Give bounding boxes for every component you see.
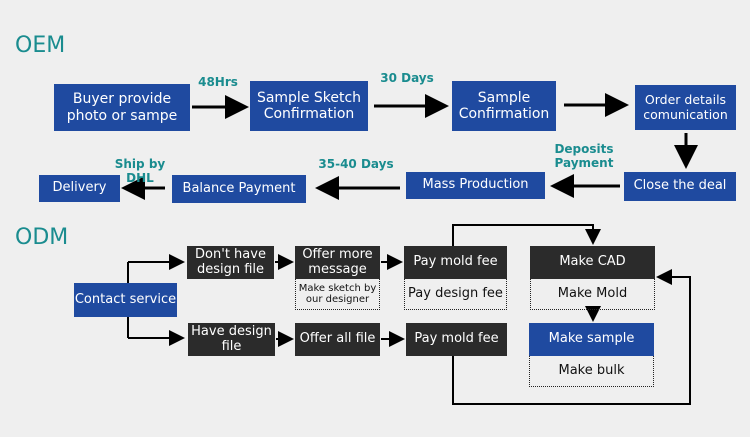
step-sample-confirmation: Sample Confirmation [452, 81, 556, 131]
pay-design-fee: Pay design fee [404, 279, 507, 310]
pay-mold-fee-top: Pay mold fee [404, 246, 507, 279]
make-cad: Make CAD [530, 246, 655, 279]
label-30-days: 30 Days [380, 71, 434, 85]
make-sketch-note: Make sketch by our designer [295, 279, 380, 310]
offer-more-message: Offer more message [295, 246, 380, 279]
label-ship-by-dhl: Ship by DHL [114, 157, 166, 186]
make-mold: Make Mold [530, 279, 655, 310]
step-mass-production: Mass Production [406, 172, 545, 199]
step-order-details: Order details comunication [635, 85, 736, 130]
oem-heading: OEM [15, 33, 66, 58]
no-design-file: Don't have design file [187, 246, 274, 279]
contact-service: Contact service [74, 283, 177, 317]
step-sample-sketch: Sample Sketch Confirmation [250, 81, 368, 131]
step-delivery: Delivery [39, 175, 120, 202]
odm-heading: ODM [15, 225, 69, 250]
offer-all-file: Offer all file [295, 323, 380, 356]
pay-mold-fee-bottom: Pay mold fee [406, 323, 507, 356]
step-close-deal: Close the deal [624, 172, 736, 201]
label-35-40-days: 35-40 Days [318, 157, 394, 171]
label-deposits-payment: Deposits Payment [554, 142, 614, 171]
step-balance-payment: Balance Payment [172, 175, 306, 203]
have-design-file: Have design file [188, 323, 275, 356]
label-48hrs: 48Hrs [198, 75, 238, 89]
make-bulk: Make bulk [529, 356, 654, 387]
make-sample: Make sample [529, 323, 654, 356]
step-buyer-provide: Buyer provide photo or sampe [54, 84, 190, 131]
